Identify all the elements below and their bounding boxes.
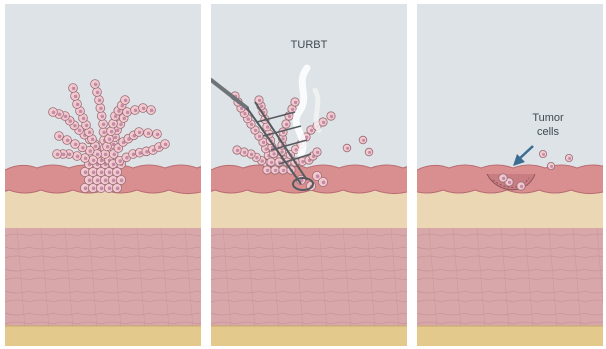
tumor-cell (73, 152, 82, 161)
tumor-cell (97, 112, 106, 121)
bladder-wall-layers (417, 165, 603, 346)
panel-turbt-illustration: TURBT (211, 4, 407, 346)
tumor-cell (327, 112, 335, 120)
tumor-cell (96, 104, 105, 113)
tumor-cell (313, 148, 321, 156)
lamina-propria-layer (211, 190, 407, 228)
tumor-cell (282, 120, 290, 128)
bladder-wall-layers (211, 165, 407, 346)
tumor-cells-label-line1: Tumor (532, 112, 564, 124)
tumor-cell (291, 98, 299, 106)
tumor-cell (275, 158, 283, 166)
tumor-cell (539, 150, 546, 157)
tumor-cell (69, 84, 78, 93)
tumor-cell (91, 80, 100, 89)
panel-residual-cells: Tumor cells (417, 4, 606, 346)
tumor-cell (343, 144, 351, 152)
tumor-cell (161, 140, 170, 149)
tumor-cell (73, 100, 82, 109)
tumor-cell (71, 140, 80, 149)
tumor-cell (81, 154, 90, 163)
tumor-cell (139, 104, 148, 113)
tumor-cells-label-line2: cells (537, 126, 560, 138)
tumor-cell (499, 174, 507, 182)
tumor-cell (144, 129, 153, 138)
tumor-cell (49, 108, 58, 117)
tumor-cell (233, 146, 241, 154)
tumor-cell (131, 106, 140, 115)
tumor-cell (365, 148, 373, 156)
panel-tumor-illustration (5, 4, 201, 346)
tumor-cell (55, 132, 64, 141)
panel-turbt: TURBT (211, 4, 407, 346)
tumor-cell (547, 162, 554, 169)
panel-tumor (5, 4, 201, 346)
turbt-label: TURBT (291, 39, 328, 51)
tumor-cell (95, 96, 104, 105)
tumor-cell (71, 92, 80, 101)
panel-residual-illustration: Tumor cells (417, 4, 603, 346)
serosa-fat-layer (417, 326, 603, 346)
tumor-cell (89, 156, 98, 165)
tumor-cell (63, 136, 72, 145)
tumor-cell (565, 154, 572, 161)
tumor-cell (121, 96, 130, 105)
tumor-cell (93, 88, 102, 97)
tumor-cell (99, 120, 108, 129)
tumor-cell (271, 166, 279, 174)
tumor-cell (153, 130, 162, 139)
serosa-fat-layer (5, 326, 201, 346)
tumor-cell (135, 128, 144, 137)
tumor-cell (517, 182, 525, 190)
tumor-cell (359, 136, 367, 144)
tumor-cell (279, 166, 287, 174)
tumor-cell (318, 177, 327, 186)
serosa-fat-layer (211, 326, 407, 346)
tumor-cell (319, 118, 327, 126)
tumor-cell (267, 158, 275, 166)
lamina-propria-layer (5, 190, 201, 228)
tumor-cell (263, 166, 271, 174)
tumor-cell (53, 150, 62, 159)
tumor-cell (147, 106, 156, 115)
lamina-propria-layer (417, 190, 603, 228)
